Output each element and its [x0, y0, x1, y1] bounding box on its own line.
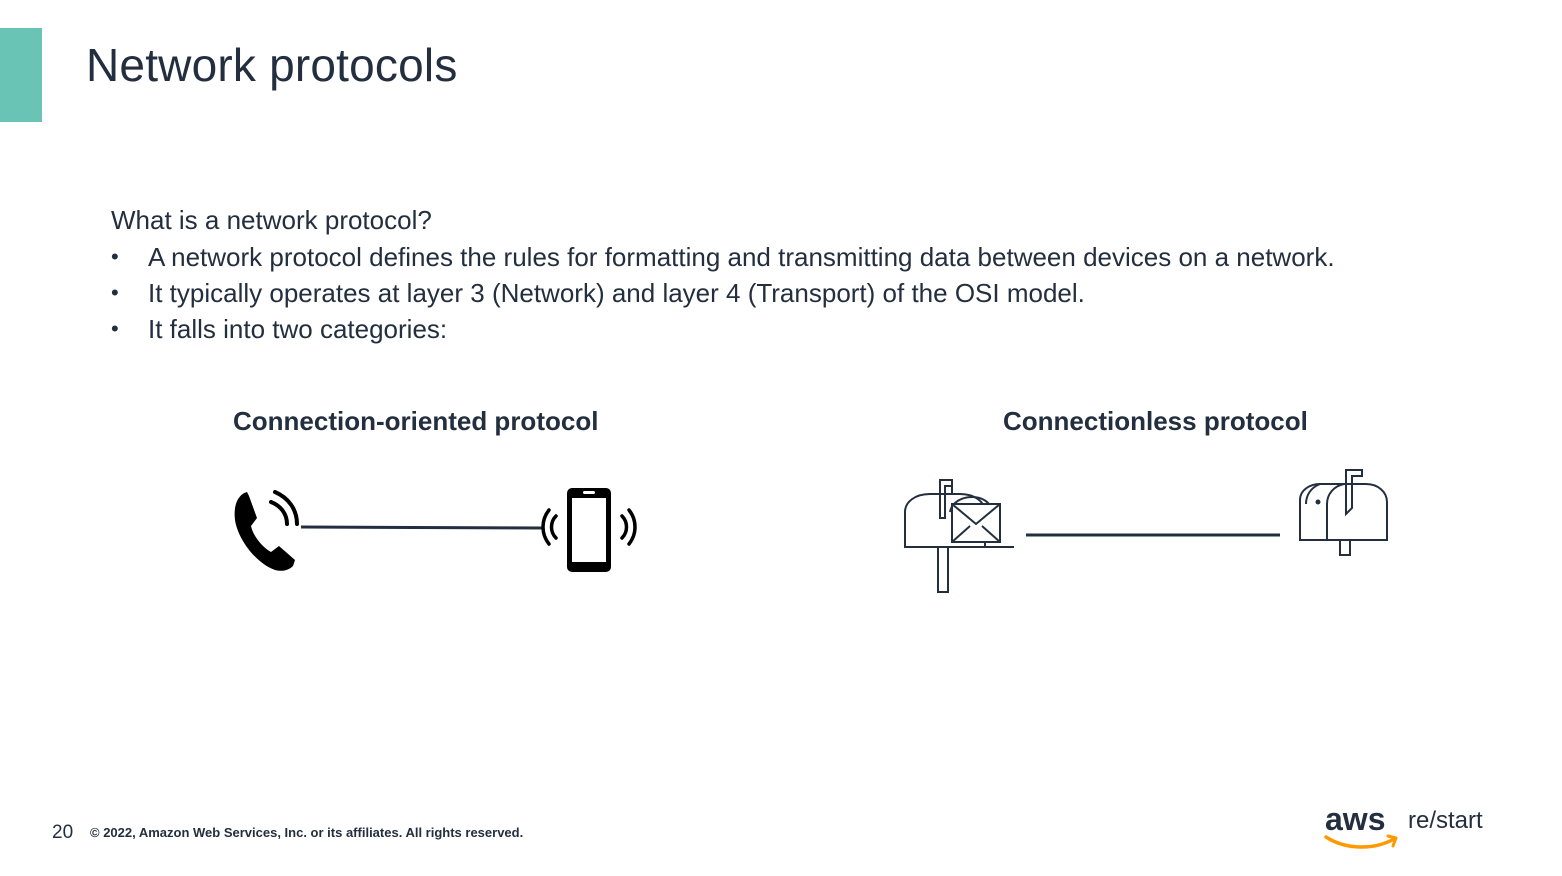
connection-line — [300, 525, 543, 530]
bullet-dot: • — [111, 280, 119, 305]
phone-handset-icon — [234, 490, 299, 571]
bullet-dot: • — [111, 316, 119, 341]
bullet-item: • It typically operates at layer 3 (Netwo… — [111, 276, 1335, 312]
bullet-dot: • — [111, 244, 119, 269]
bullet-item: • It falls into two categories: — [111, 312, 1335, 348]
bullet-list: • A network protocol defines the rules fo… — [111, 240, 1335, 348]
aws-wordmark: aws — [1325, 801, 1385, 837]
slide-title: Network protocols — [86, 39, 458, 91]
copyright-notice: © 2022, Amazon Web Services, Inc. or its… — [90, 825, 524, 840]
title-accent-bar — [0, 28, 42, 122]
aws-restart-logo: aws re/start — [1324, 801, 1483, 849]
intro-question: What is a network protocol? — [111, 205, 432, 235]
page-number: 20 — [52, 822, 74, 843]
bullet-text: It typically operates at layer 3 (Networ… — [148, 278, 1085, 308]
restart-wordmark: re/start — [1408, 807, 1483, 834]
connectionless-illustration — [904, 469, 1388, 593]
mobile-phone-ringing-icon — [541, 488, 637, 572]
connection-oriented-heading: Connection-oriented protocol — [233, 406, 599, 436]
bullet-text: It falls into two categories: — [148, 314, 448, 344]
connectionless-heading: Connectionless protocol — [1003, 406, 1308, 436]
mailbox-with-letter-icon — [904, 479, 1014, 593]
connection-oriented-illustration — [234, 488, 637, 572]
bullet-item: • A network protocol defines the rules fo… — [111, 240, 1335, 276]
bullet-text: A network protocol defines the rules for… — [148, 242, 1335, 272]
aws-smile-icon — [1324, 835, 1396, 849]
mailbox-icon — [1299, 469, 1388, 556]
